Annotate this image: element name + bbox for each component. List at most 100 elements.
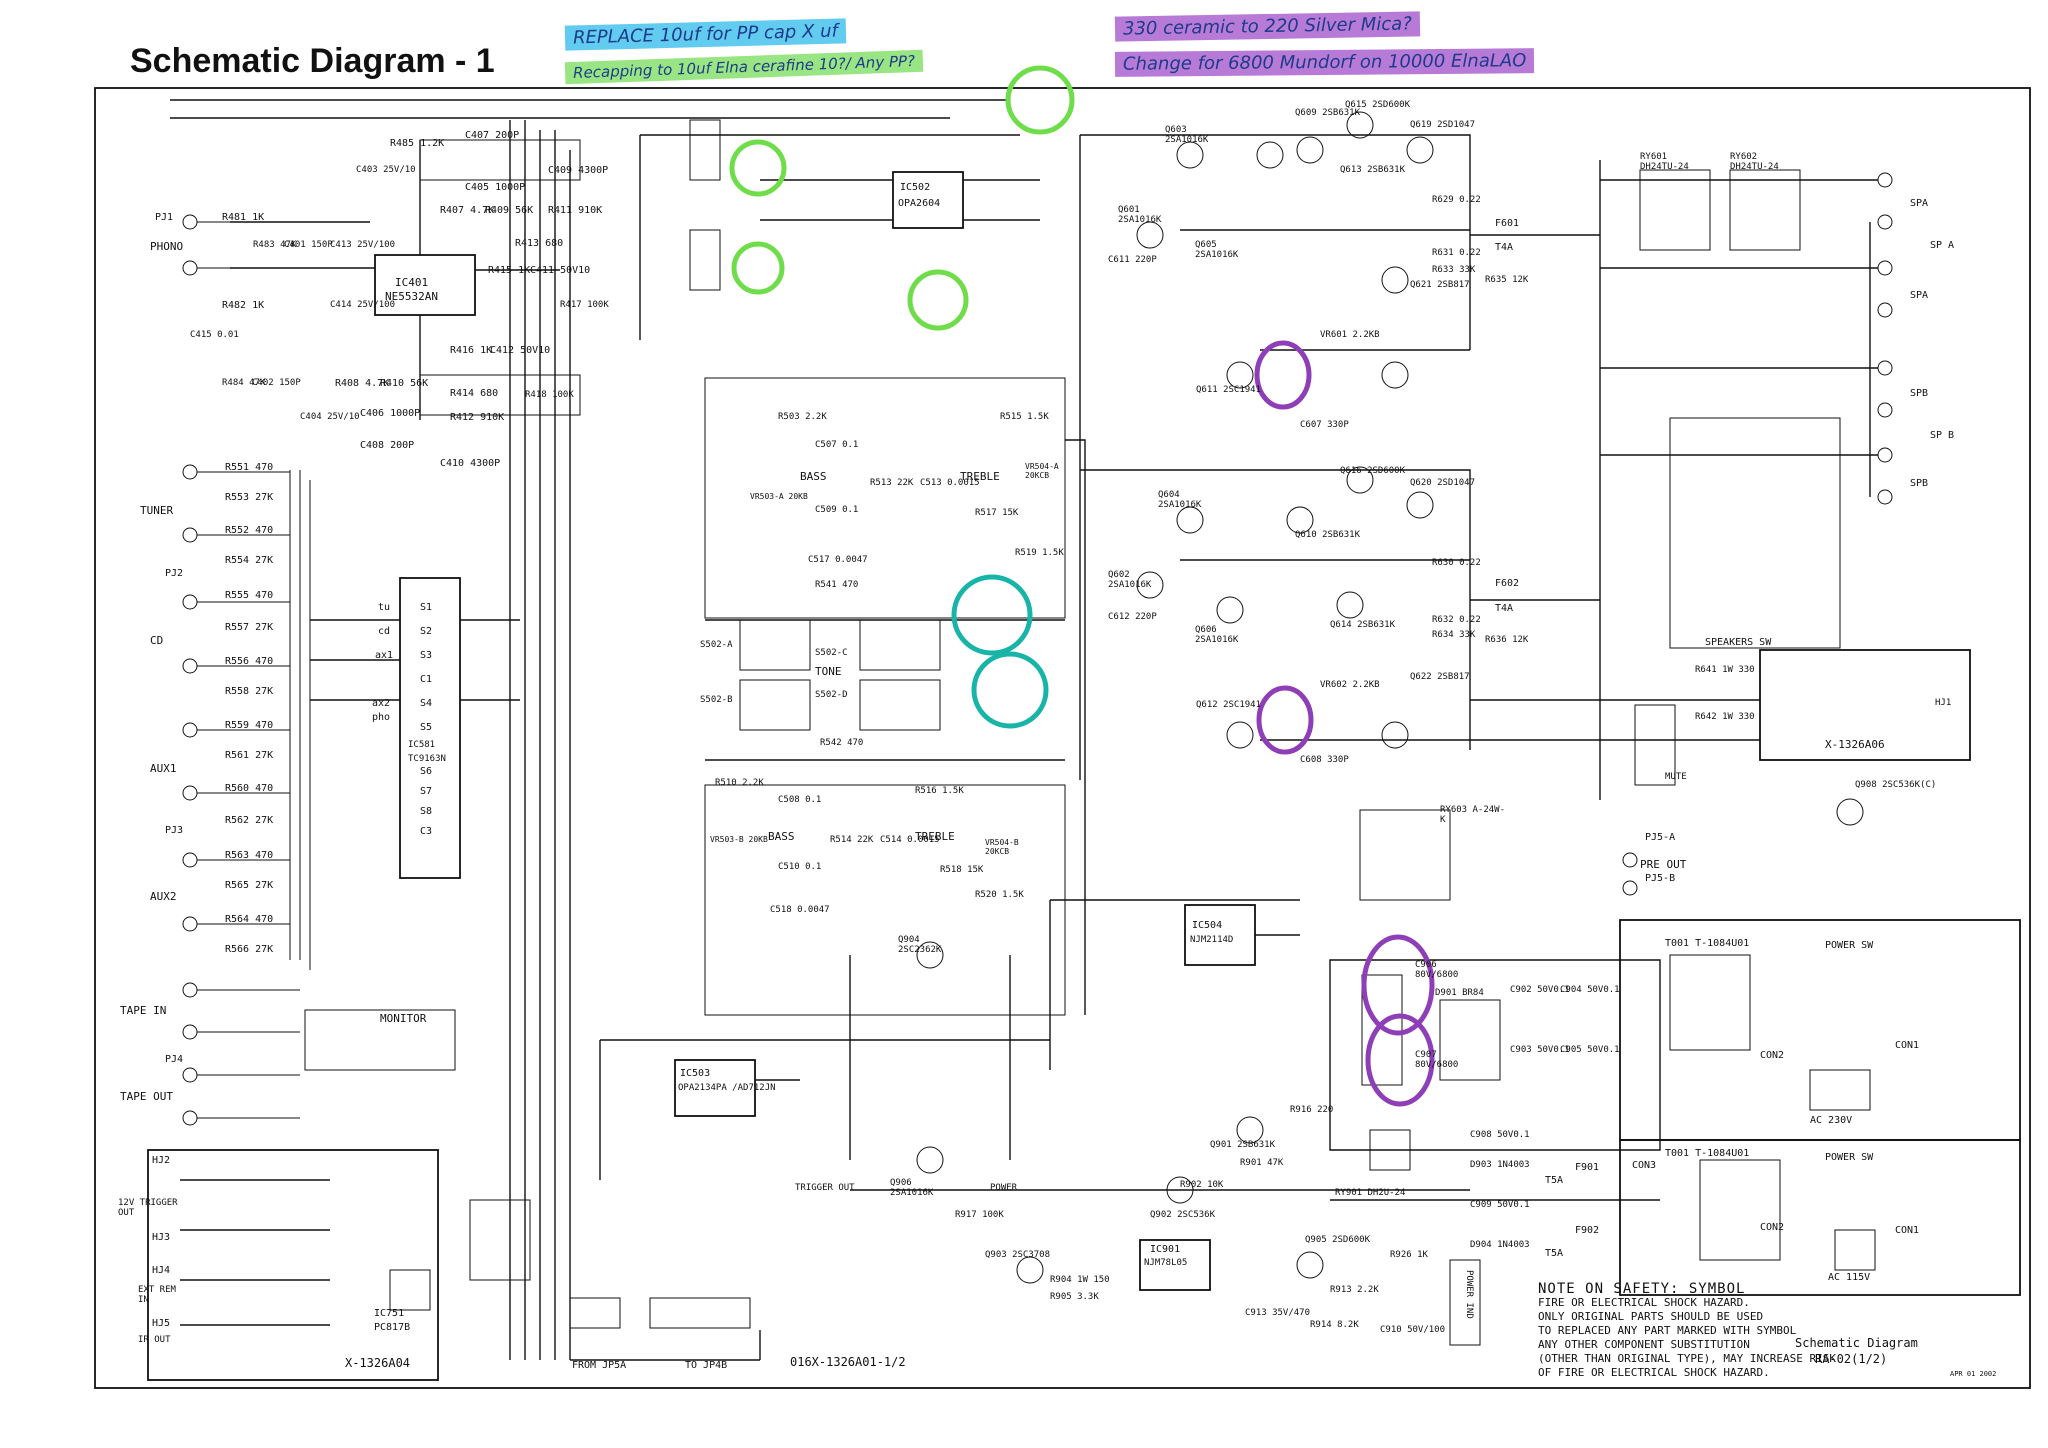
highlight-c502: [731, 241, 785, 295]
pin-ax1: ax1: [375, 650, 394, 661]
headphone-board-outline: [1759, 649, 1971, 761]
highlight-c516: [907, 269, 969, 331]
q903-transistor: [1016, 1256, 1044, 1284]
label-spb-2: SPB: [1910, 478, 1929, 489]
label-r634: R634 33K: [1432, 630, 1476, 640]
label-r518: R518 15K: [940, 865, 984, 875]
label-r641: R641 1W 330: [1695, 665, 1755, 675]
label-q902: Q902 2SC536K: [1150, 1210, 1216, 1220]
label-q609: Q609 2SB631K: [1295, 108, 1361, 118]
speaker-output-wiring: [1470, 160, 1601, 800]
label-d904: D904 1N4003: [1470, 1240, 1530, 1250]
psu-wiring: [1329, 959, 1661, 1201]
safety-line: FIRE OR ELECTRICAL SHOCK HAZARD.: [1538, 1296, 1750, 1309]
q618-transistor: [1381, 721, 1409, 749]
label-c513: C513 0.0015: [920, 478, 980, 488]
pin-pho: pho: [372, 712, 391, 723]
phono-feedback-r: [419, 374, 581, 416]
label-r631: R631 0.22: [1432, 248, 1481, 258]
label-r564: R564 470: [225, 914, 274, 925]
label-r517: R517 15K: [975, 508, 1019, 518]
label-r557: R557 27K: [225, 622, 274, 633]
label-from-jp5a: FROM JP5A: [572, 1360, 627, 1371]
q901-transistor: [1236, 1116, 1264, 1144]
label-c412: C412 50V10: [490, 345, 551, 356]
highlight-c515: [1005, 65, 1075, 135]
label-q606: Q606 2SA1016K: [1195, 625, 1239, 645]
marker-circles: [729, 65, 1435, 1107]
label-f602: F602: [1495, 578, 1520, 589]
label-c903: C903 50V0.1: [1510, 1045, 1570, 1055]
label-c906: C906 80V/6800: [1415, 960, 1459, 980]
label-r514: R514 22K: [830, 835, 874, 845]
label-r481: R481 1K: [222, 212, 265, 223]
label-pj5b: PJ5-B: [1645, 873, 1676, 884]
pin-s5: S5: [420, 722, 433, 733]
label-f901-rating: T5A: [1545, 1175, 1564, 1186]
label-r418: R418 100K: [525, 390, 574, 400]
label-f602-rating: T4A: [1495, 603, 1514, 614]
ac-inlet-115v: [1834, 1229, 1876, 1271]
label-to-jp4b: TO JP4B: [685, 1360, 728, 1371]
label-ir-out: IR OUT: [138, 1335, 171, 1345]
label-hj2: HJ2: [152, 1155, 171, 1166]
label-hj4: HJ4: [152, 1265, 171, 1276]
label-c411: C411 50V10: [530, 265, 591, 276]
footer-code: RA-02(1/2): [1815, 1352, 1888, 1366]
highlight-c608: [1256, 685, 1314, 755]
label-q613: Q613 2SB631K: [1340, 165, 1406, 175]
label-treble-lower: TREBLE: [915, 830, 955, 843]
label-pj3: PJ3: [165, 825, 184, 836]
ic901-ref: IC901: [1150, 1244, 1181, 1255]
monitor-switch-box: [304, 1009, 456, 1071]
label-c607: C607 330P: [1300, 420, 1349, 430]
psu-regulator-wiring: [849, 955, 1470, 1191]
label-c508: C508 0.1: [778, 795, 822, 805]
pre-out-jack-b: [1622, 880, 1638, 896]
q606-transistor: [1216, 596, 1244, 624]
label-tape-in: TAPE IN: [120, 1004, 167, 1017]
label-spa-2: SPA: [1910, 290, 1929, 301]
label-power-ind: POWER IND: [1464, 1270, 1474, 1319]
label-r913: R913 2.2K: [1330, 1285, 1379, 1295]
label-f601-rating: T4A: [1495, 242, 1514, 253]
ic581-part: TC9163N: [408, 754, 446, 764]
label-r482: R482 1K: [222, 300, 265, 311]
label-trigger-out: TRIGGER OUT: [795, 1183, 855, 1193]
label-r561: R561 27K: [225, 750, 274, 761]
transformer-115v-box: [1619, 1139, 2021, 1296]
label-vr601: VR601 2.2KB: [1320, 330, 1380, 340]
transformer-230v-box: [1619, 919, 2021, 1141]
label-x1326a06: X-1326A06: [1825, 738, 1885, 751]
label-aux2: AUX2: [150, 890, 177, 903]
q610-transistor: [1286, 506, 1314, 534]
label-s502d: S502-D: [815, 690, 848, 700]
label-c514: C514 0.0015: [880, 835, 940, 845]
label-r926: R926 1K: [1390, 1250, 1428, 1260]
trigger-wiring: [180, 1179, 330, 1326]
ic401-ref: IC401: [395, 276, 429, 289]
label-c509: C509 0.1: [815, 505, 859, 515]
label-q603: Q603 2SA1016K: [1165, 125, 1209, 145]
label-c407: C407 200P: [465, 130, 520, 141]
safety-line: OF FIRE OR ELECTRICAL SHOCK HAZARD.: [1538, 1366, 1770, 1379]
label-pj5a: PJ5-A: [1645, 832, 1676, 843]
pin-s6: S6: [420, 766, 433, 777]
label-r542: R542 470: [820, 738, 864, 748]
label-q904: Q904 2SC2362K: [898, 935, 942, 955]
label-con3: CON3: [1632, 1160, 1657, 1171]
q601-transistor: [1136, 221, 1164, 249]
label-q908: Q908 2SC536K(C): [1855, 780, 1937, 790]
label-vr504b: VR504-B 20KCB: [985, 838, 1019, 856]
label-q619: Q619 2SD1047: [1410, 120, 1476, 130]
jack-phono-r: [182, 260, 230, 276]
label-s502b: S502-B: [700, 695, 733, 705]
label-c910: C910 50V/100: [1380, 1325, 1446, 1335]
label-c402: C402 150P: [252, 378, 301, 388]
pin-s2: S2: [420, 626, 433, 637]
label-x1326a04: X-1326A04: [345, 1356, 411, 1370]
label-r411: R411 910K: [548, 205, 603, 216]
label-pj4: PJ4: [165, 1054, 184, 1065]
label-c404: C404 25V/10: [300, 412, 360, 422]
